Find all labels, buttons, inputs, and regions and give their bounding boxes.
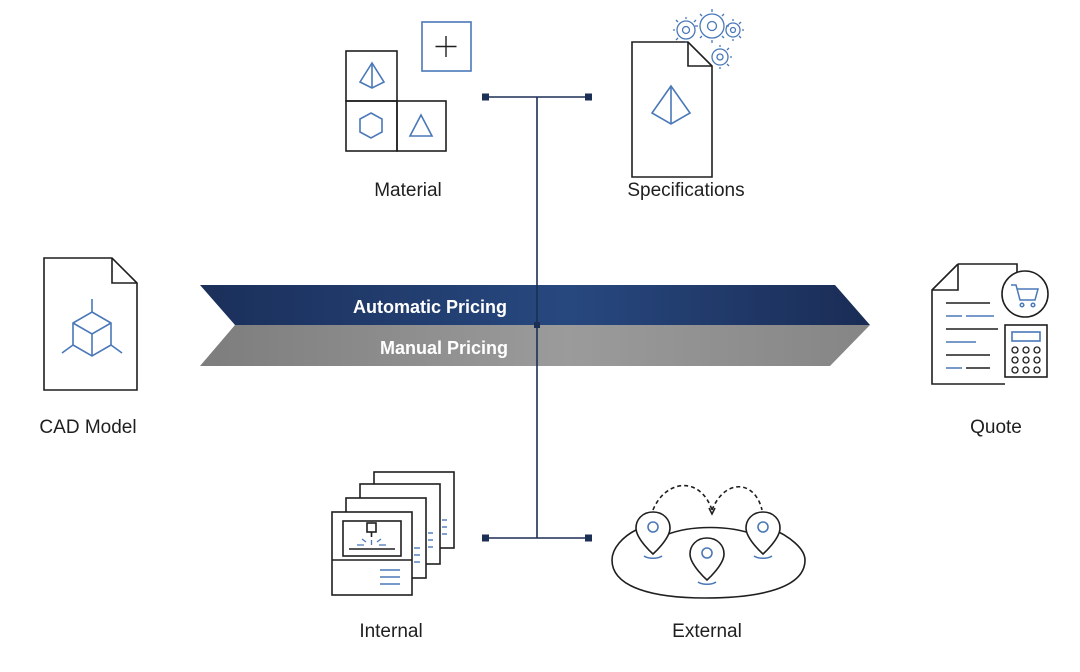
- automatic-pricing-label: Automatic Pricing: [353, 297, 507, 317]
- quote-label: Quote: [970, 417, 1022, 438]
- external-locations-icon: [611, 484, 806, 599]
- gears-icon: [673, 9, 744, 69]
- location-pin-icon: [745, 511, 781, 560]
- automatic-pricing-band: [200, 285, 870, 325]
- manual-pricing-label: Manual Pricing: [380, 338, 508, 358]
- connector-lines: [486, 96, 588, 539]
- top-right-endpoint: [585, 93, 592, 101]
- triangle-icon: [408, 113, 434, 137]
- location-pin-icon: [635, 511, 671, 560]
- internal-label: Internal: [359, 621, 422, 642]
- plus-icon: [435, 36, 457, 57]
- material-label: Material: [374, 180, 442, 201]
- node-labels: CAD Model Material Specifications Quote …: [39, 180, 1021, 642]
- pyramid-icon: [650, 84, 692, 125]
- hexagon-icon: [359, 112, 383, 139]
- manual-pricing-band: [200, 325, 870, 366]
- bottom-left-endpoint: [482, 534, 489, 542]
- bottom-right-endpoint: [585, 534, 592, 542]
- external-label: External: [672, 621, 742, 642]
- material-icon: [345, 21, 472, 152]
- text-lines-icon: [946, 315, 994, 369]
- pyramid-icon: [358, 61, 386, 89]
- internal-machines-icon: [331, 471, 455, 596]
- specifications-label: Specifications: [627, 180, 744, 201]
- cad-model-label: CAD Model: [39, 417, 136, 438]
- cart-badge: [1001, 270, 1049, 318]
- center-junction: [534, 322, 540, 328]
- cube-icon: [61, 299, 123, 357]
- cad-file-icon: [43, 257, 138, 391]
- specifications-icon: [631, 9, 744, 178]
- quote-icon: [931, 263, 1049, 385]
- pricing-banners: Automatic Pricing Manual Pricing: [200, 285, 870, 366]
- top-left-endpoint: [482, 93, 489, 101]
- connector-endpoints: [482, 93, 592, 542]
- cart-icon: [1011, 284, 1039, 308]
- location-pin-icon: [689, 537, 725, 586]
